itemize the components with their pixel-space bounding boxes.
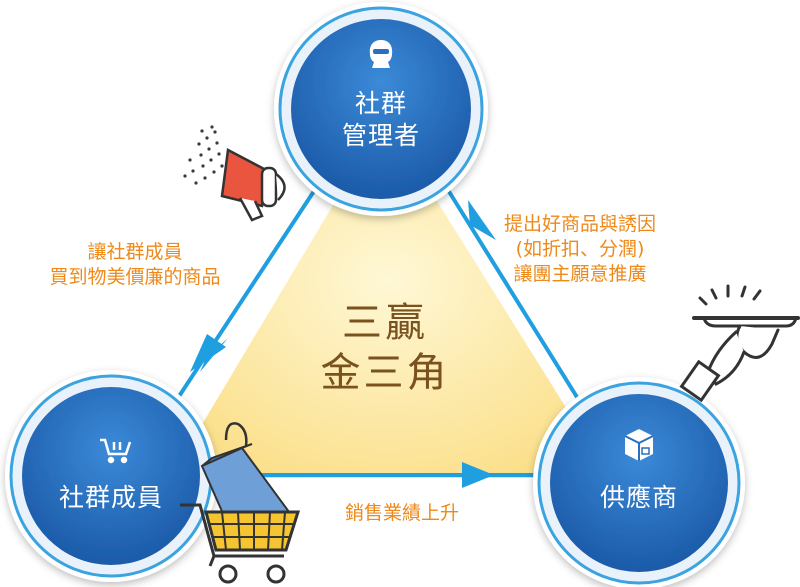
package-icon <box>624 429 654 461</box>
admin-label-line2: 管理者 <box>341 121 420 150</box>
admin-node-label: 社群 管理者 <box>311 88 451 152</box>
edge-right-line2: (如折扣、分潤) <box>515 238 645 260</box>
megaphone-icon <box>183 125 286 222</box>
person-badge-icon <box>369 40 393 68</box>
edge-left-label: 讓社群成員 買到物美價廉的商品 <box>30 240 240 290</box>
edge-right-line1: 提出好商品與誘因 <box>503 213 656 235</box>
edge-right-line3: 讓團主願意推廣 <box>513 263 647 285</box>
serving-tray-icon <box>679 284 800 403</box>
edge-right-line <box>446 188 587 412</box>
center-title: 三贏 金三角 <box>290 298 480 398</box>
triangle-background <box>170 118 610 478</box>
edge-bottom-label: 銷售業績上升 <box>344 502 459 524</box>
members-node-label: 社群成員 <box>58 483 163 512</box>
node-admin <box>274 2 488 216</box>
center-title-line1: 三贏 <box>342 300 428 346</box>
edge-left-line1: 讓社群成員 <box>87 241 183 263</box>
edge-right-label: 提出好商品與誘因 (如折扣、分潤) 讓團主願意推廣 <box>490 212 670 287</box>
admin-label-line1: 社群 <box>354 89 407 118</box>
center-title-line2: 金三角 <box>320 350 450 396</box>
supplier-node-label: 供應商 <box>599 483 678 512</box>
edge-left-line2: 買到物美價廉的商品 <box>49 266 221 288</box>
edge-bottom-arrowhead <box>462 462 494 488</box>
edge-left-arrowhead-full <box>190 334 226 372</box>
edge-right-arrowhead <box>468 200 496 240</box>
shopping-bag-cart-icon <box>180 422 301 584</box>
cart-icon <box>100 438 132 464</box>
node-supplier <box>533 377 745 587</box>
node-members <box>5 370 217 582</box>
edge-left-line <box>168 183 320 412</box>
